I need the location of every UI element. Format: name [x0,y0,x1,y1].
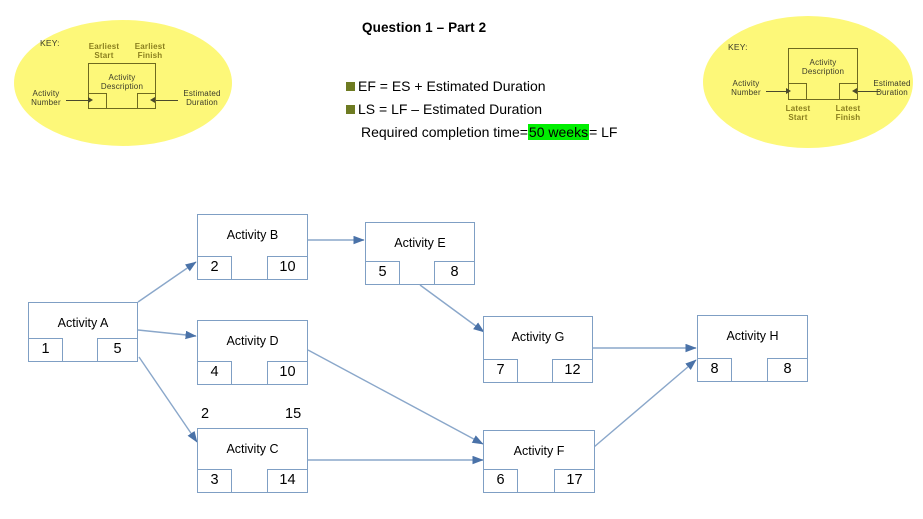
node-activity-g-number: 7 [484,359,518,382]
node-activity-h[interactable]: Activity H 8 8 [697,315,808,382]
node-activity-e-title: Activity E [394,236,446,250]
node-activity-c-latest-start: 2 [201,406,210,422]
node-activity-d-duration: 10 [267,361,307,384]
bullet-square-icon [346,81,355,91]
key-left-activity-number-line1: Activity [32,89,60,98]
required-completion-row: Required completion time=50 weeks= LF [361,124,617,140]
key-left-earliest-finish-line1: Earliest [134,42,166,51]
key-left-activity-box [88,63,156,109]
key-left-earliest-start-line2: Start [94,51,114,60]
key-left-pointer-line-right [156,100,178,101]
node-activity-h-duration: 8 [767,358,807,381]
key-left-estimated-duration-line2: Duration [186,98,218,107]
key-left-estimated-duration-line1: Estimated [183,89,221,98]
formula-row-ls: LS = LF – Estimated Duration [346,101,542,117]
edge-a-to-c [138,356,198,443]
key-left-activity-desc-line2: Description [100,82,144,91]
key-right-latest-finish-line1: Latest [835,104,861,113]
node-activity-c[interactable]: Activity C 3 14 [197,428,308,493]
node-activity-a-duration: 5 [97,338,137,361]
node-activity-g[interactable]: Activity G 7 12 [483,316,593,383]
node-activity-e-duration: 8 [434,261,474,284]
key-left-pointer-arrow-right-icon [150,97,155,103]
edge-f-to-h [593,359,697,448]
node-activity-g-duration: 12 [552,359,592,382]
node-activity-e-number: 5 [366,261,400,284]
node-activity-c-duration: 14 [267,469,307,492]
page-title: Question 1 – Part 2 [362,20,487,35]
node-activity-b-title: Activity B [226,228,279,242]
node-activity-d[interactable]: Activity D 4 10 [197,320,308,385]
required-completion-highlight: 50 weeks [527,124,590,140]
key-right-pointer-line-right [858,91,880,92]
node-activity-d-number: 4 [198,361,232,384]
node-activity-f-number: 6 [484,469,518,492]
node-activity-b-duration: 10 [267,256,307,279]
required-completion-suffix: = LF [589,124,618,140]
key-right-latest-start-line1: Latest [785,104,811,113]
node-activity-a[interactable]: Activity A 1 5 [28,302,138,362]
key-left-activity-desc-line1: Activity [108,73,136,82]
key-left-activity-number-line2: Number [31,98,61,107]
node-activity-d-title: Activity D [226,334,279,348]
formula-row-ef: EF = ES + Estimated Duration [346,78,546,94]
key-legend-left [14,20,232,146]
node-activity-b-number: 2 [198,256,232,279]
node-activity-g-title: Activity G [511,330,565,344]
key-right-pointer-arrow-icon [786,88,791,94]
key-left-label: KEY: [40,38,60,48]
formula-ef-text: EF = ES + Estimated Duration [358,78,546,94]
key-right-label: KEY: [728,42,748,52]
node-activity-f-title: Activity F [513,444,565,458]
bullet-square-icon [346,104,355,114]
node-activity-h-number: 8 [698,358,732,381]
node-activity-c-title: Activity C [226,442,279,456]
key-left-pointer-line [66,100,90,101]
edge-a-to-b [137,261,197,303]
edge-e-to-g [419,284,485,333]
key-right-latest-start-line2: Start [788,113,808,122]
key-right-pointer-arrow-right-icon [852,88,857,94]
key-right-activity-box [788,48,858,100]
node-activity-e[interactable]: Activity E 5 8 [365,222,475,285]
node-activity-h-title: Activity H [726,329,779,343]
node-activity-a-title: Activity A [57,316,109,330]
key-right-activity-number-line2: Number [731,88,761,97]
key-left-pointer-arrow-icon [88,97,93,103]
key-legend-right [703,16,913,148]
edge-d-to-f [307,349,484,445]
key-right-estimated-duration-cell [839,83,858,100]
node-activity-f-duration: 17 [554,469,594,492]
formula-ls-text: LS = LF – Estimated Duration [358,101,543,117]
node-activity-c-number: 3 [198,469,232,492]
node-activity-a-number: 1 [29,338,63,361]
key-right-activity-number-line1: Activity [732,79,760,88]
key-right-activity-desc-line2: Description [801,67,845,76]
node-activity-c-latest-finish: 15 [285,406,302,422]
key-right-activity-desc-line1: Activity [809,58,837,67]
key-left-estimated-duration-cell [137,93,156,109]
node-activity-f[interactable]: Activity F 6 17 [483,430,595,493]
key-right-estimated-duration-line1: Estimated [873,79,911,88]
key-right-pointer-line [766,91,788,92]
key-right-latest-finish-line2: Finish [835,113,861,122]
edge-a-to-d [137,329,197,340]
key-left-earliest-finish-line2: Finish [137,51,163,60]
key-left-earliest-start-line1: Earliest [88,42,120,51]
key-right-estimated-duration-line2: Duration [876,88,908,97]
required-completion-prefix: Required completion time= [361,124,528,140]
node-activity-b[interactable]: Activity B 2 10 [197,214,308,280]
